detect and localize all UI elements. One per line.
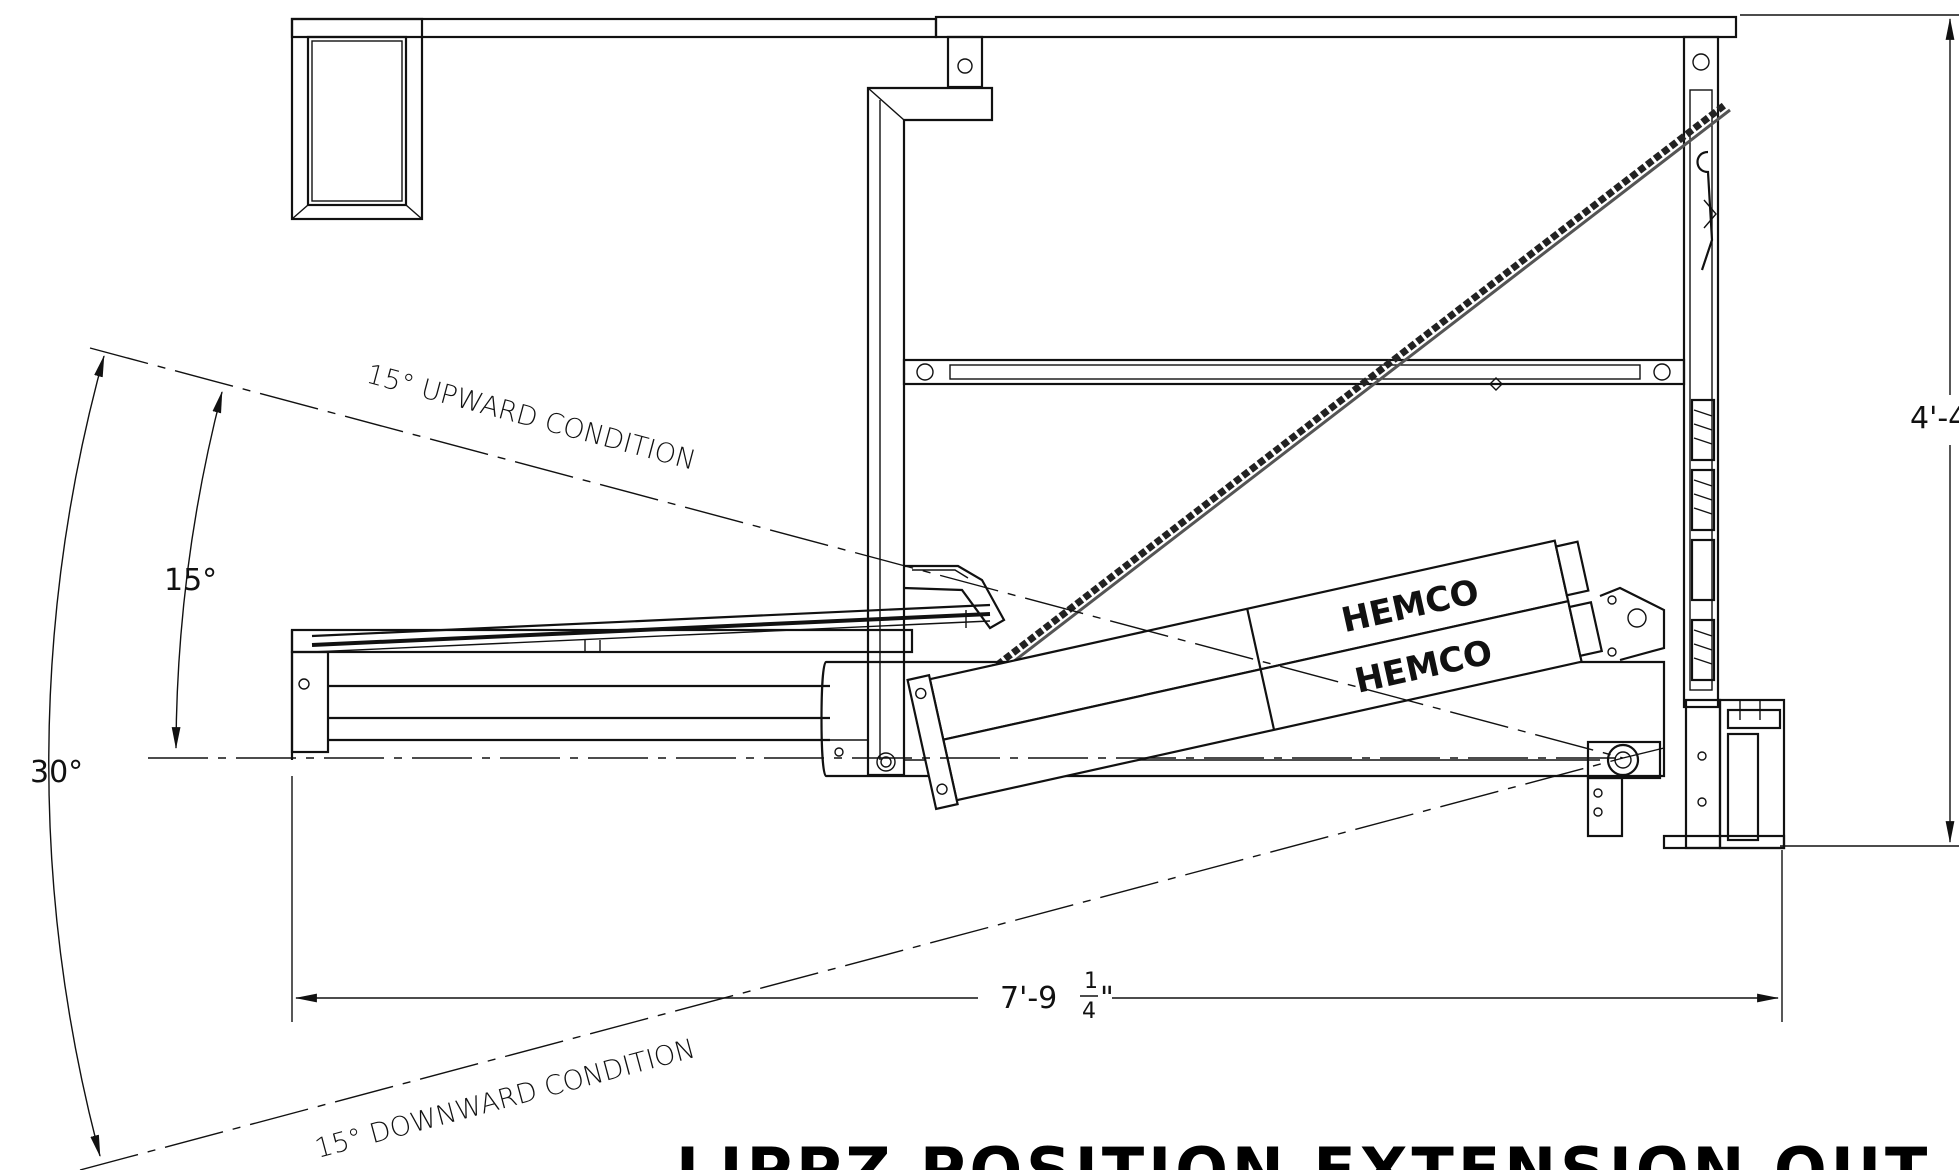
deck-platform [290,564,1006,760]
width-dim-denominator: 4 [1082,999,1096,1024]
main-pivot-icon [1606,743,1640,777]
width-dim-unit: " [1100,981,1114,1016]
linear-dimensions [291,14,1959,1022]
base-assembly [1586,698,1786,850]
angle-dimensions [48,354,223,1158]
drawing-heading: LIPPZ POSITION EXTENSION OUT [676,1134,1931,1170]
top-frame [290,15,1738,221]
right-column [1682,35,1720,709]
lift-chain [915,101,1731,734]
angle-30-label: 30° [30,755,83,790]
reference-lines [79,347,1665,1170]
upward-condition-label: 15° UPWARD CONDITION [363,359,699,477]
hydraulic-cylinders: HEMCO HEMCO [906,539,1666,811]
width-dim-whole: 7'-9 [1000,981,1057,1016]
pivot-pin-icon [1627,608,1647,628]
height-dimension-label: 4'-4 [1910,401,1959,436]
downward-condition-label: 15° DOWNWARD CONDITION [312,1033,699,1164]
width-dimension-label: 7'-9 1 4 " [980,969,1114,1027]
width-dim-numerator: 1 [1084,969,1098,994]
horizontal-strut [902,358,1686,391]
angle-15-label: 15° [164,563,217,598]
